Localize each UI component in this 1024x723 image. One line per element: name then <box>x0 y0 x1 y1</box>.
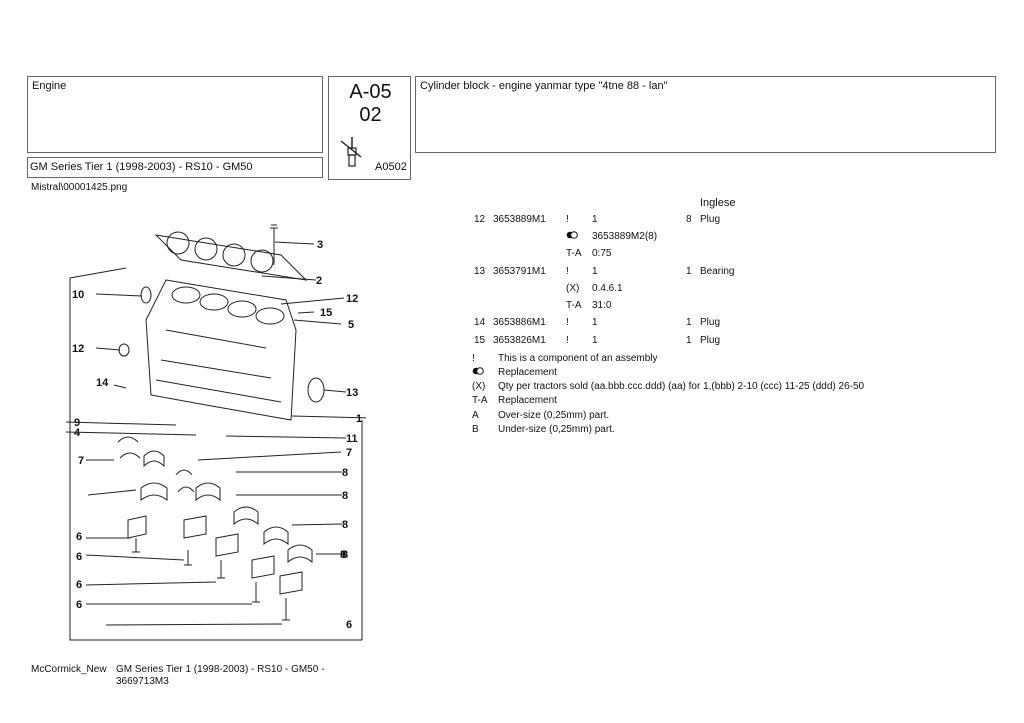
callout-number: 8 <box>342 490 348 502</box>
symbol: ! <box>566 317 569 328</box>
quantity: 31:0 <box>592 300 612 311</box>
page-code-small: A0502 <box>375 161 407 173</box>
callout-number: 11 <box>346 433 358 445</box>
part-number: 3653886M1 <box>493 317 546 328</box>
legend-key: ! <box>472 353 475 364</box>
quantity-total: 1 <box>686 317 692 328</box>
callout-number: 6 <box>76 531 82 543</box>
replacement-icon <box>566 231 578 242</box>
ref-number: 13 <box>474 266 486 277</box>
description: Plug <box>700 214 721 225</box>
quantity-total: 8 <box>686 214 692 225</box>
symbol: ! <box>566 214 569 225</box>
description: Bearing <box>700 266 735 277</box>
quantity: 0.4.6.1 <box>592 283 623 294</box>
legend-text: Under-size (0,25mm) part. <box>498 424 615 435</box>
symbol: T-A <box>566 300 582 311</box>
callout-number: 3 <box>317 239 323 251</box>
quantity: 1 <box>592 335 598 346</box>
symbol: (X) <box>566 283 580 294</box>
description: Plug <box>700 317 721 328</box>
legend-text: Replacement <box>498 367 557 378</box>
callout-number: 13 <box>346 387 358 399</box>
callout-number: 5 <box>348 319 354 331</box>
callout-number: 6 <box>76 579 82 591</box>
footer-description: GM Series Tier 1 (1998-2003) - RS10 - GM… <box>116 664 325 687</box>
ref-number: 12 <box>474 214 486 225</box>
callout-number: 12 <box>72 343 84 355</box>
ref-number: 15 <box>474 335 486 346</box>
callout-number: 6 <box>346 619 352 631</box>
symbol: T-A <box>566 248 582 259</box>
callout-number: 9 <box>74 417 80 429</box>
part-number: 3653791M1 <box>493 266 546 277</box>
description: Plug <box>700 335 721 346</box>
callout-number: 8 <box>342 467 348 479</box>
language-label: Inglese <box>700 197 736 209</box>
legend-key: A <box>472 410 479 421</box>
image-path: Mistral\00001425.png <box>31 182 128 193</box>
part-number: 3653889M1 <box>493 214 546 225</box>
callout-number: 1 <box>356 413 362 425</box>
legend-text: Over-size (0,25mm) part. <box>498 410 610 421</box>
page-code: A-05 <box>349 81 392 103</box>
callout-number: 12 <box>346 293 358 305</box>
pin-icon <box>340 137 362 167</box>
series-label: GM Series Tier 1 (1998-2003) - RS10 - GM… <box>30 161 253 173</box>
callout-number: 7 <box>346 447 352 459</box>
quantity-total: 1 <box>686 266 692 277</box>
legend-text: This is a component of an assembly <box>498 353 658 364</box>
footer-brand: McCormick_New <box>31 664 107 675</box>
symbol: ! <box>566 335 569 346</box>
ref-number: 14 <box>474 317 486 328</box>
section-box: Engine <box>27 76 323 153</box>
part-number: 3653826M1 <box>493 335 546 346</box>
series-box: GM Series Tier 1 (1998-2003) - RS10 - GM… <box>27 157 323 178</box>
legend-text: Qty per tractors sold (aa.bbb.ccc.ddd) (… <box>498 381 865 392</box>
callout-number: 8 <box>342 549 348 561</box>
callout-number: 8 <box>342 519 348 531</box>
legend-key: (X) <box>472 381 486 392</box>
callout-number: 7 <box>78 455 84 467</box>
quantity: 1 <box>592 317 598 328</box>
replacement-icon <box>472 367 484 378</box>
quantity: 3653889M2(8) <box>592 231 658 242</box>
page-subcode: 02 <box>359 104 382 126</box>
quantity-total: 1 <box>686 335 692 346</box>
page-title: Cylinder block - engine yanmar type "4tn… <box>420 80 668 92</box>
callout-number: 6 <box>76 599 82 611</box>
code-box: A-05 02 A0502 <box>328 76 411 180</box>
legend-text: Replacement <box>498 395 557 406</box>
legend-key: T-A <box>472 395 488 406</box>
quantity: 1 <box>592 214 598 225</box>
callout-number: 14 <box>96 377 109 389</box>
quantity: 0:75 <box>592 248 612 259</box>
quantity: 1 <box>592 266 598 277</box>
callout-number: 2 <box>316 275 322 287</box>
callout-number: 15 <box>320 307 332 319</box>
callout-number: 4 <box>74 427 81 439</box>
legend-key: B <box>472 424 479 435</box>
callout-number: 8 <box>340 549 346 561</box>
title-box: Cylinder block - engine yanmar type "4tn… <box>415 76 996 153</box>
symbol: ! <box>566 266 569 277</box>
callout-number: 6 <box>76 551 82 563</box>
callout-number: 10 <box>72 289 84 301</box>
section-label: Engine <box>32 80 67 92</box>
